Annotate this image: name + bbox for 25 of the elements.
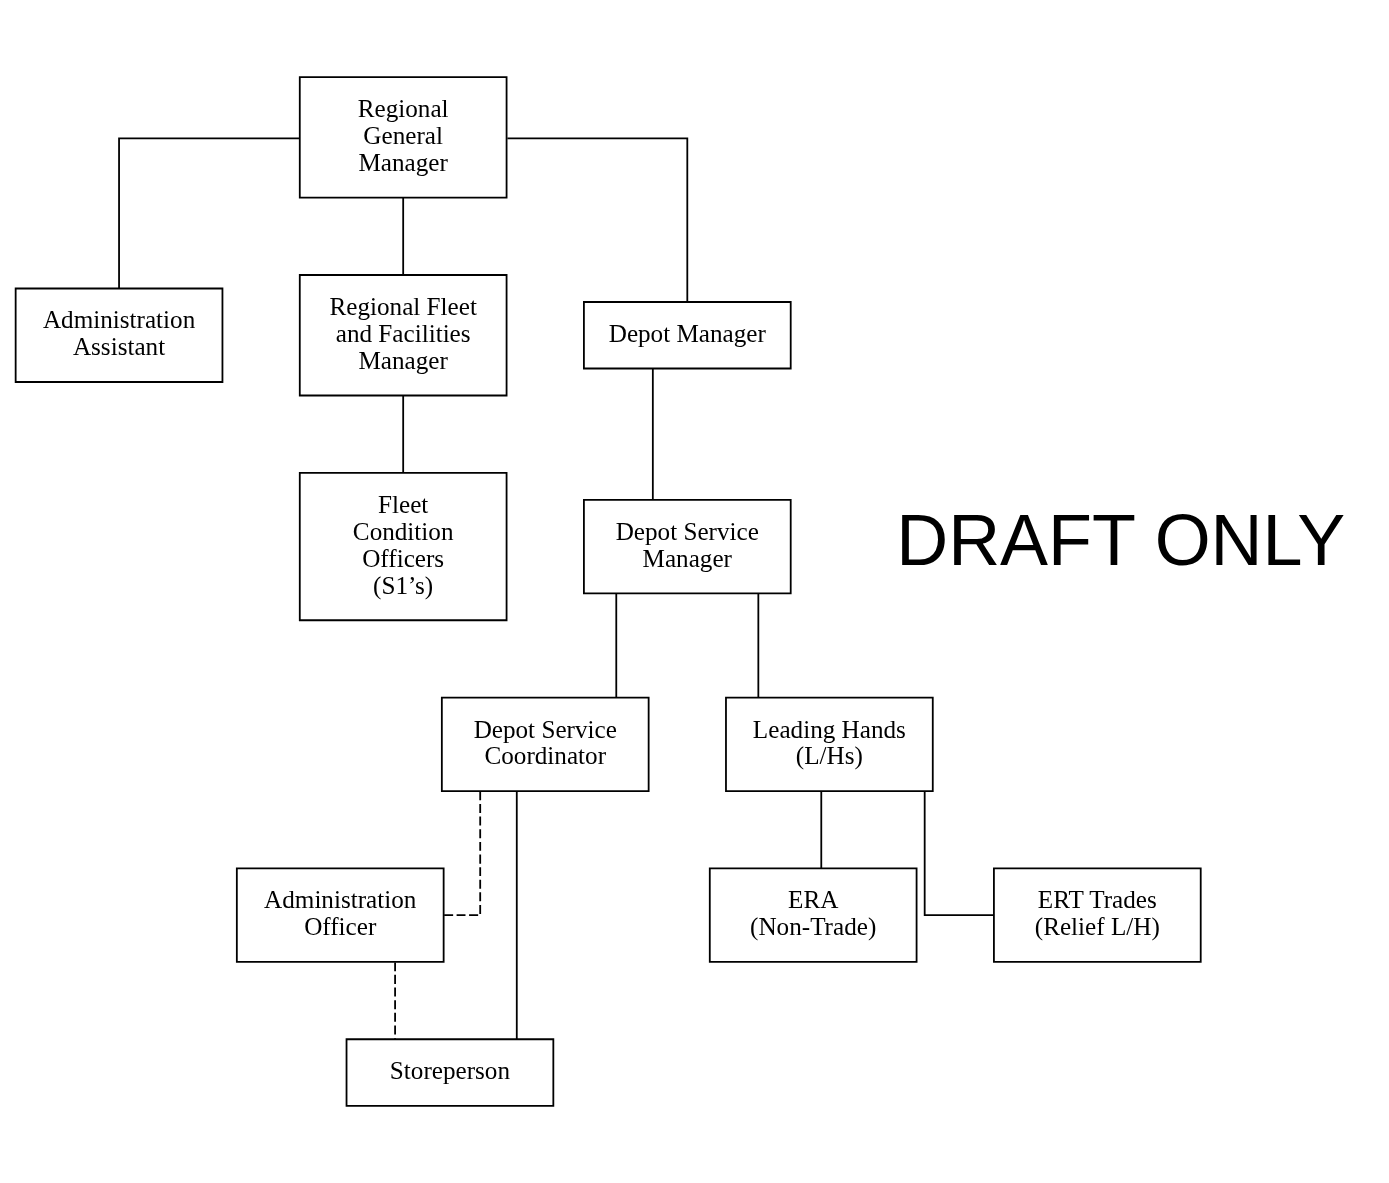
connector — [394, 961, 396, 1040]
connector — [923, 790, 995, 917]
node-box: Regional Fleet and Facilities Manager — [298, 274, 508, 397]
node-box: Storeperson — [345, 1038, 555, 1107]
node-box: Leading Hands (L/Hs) — [725, 696, 934, 792]
connector — [615, 592, 618, 699]
node-box: Depot Service Manager — [583, 498, 792, 595]
node-box: Depot Manager — [583, 301, 792, 370]
label: DRAFT ONLY — [896, 499, 1346, 580]
connector — [515, 790, 518, 1040]
connector — [443, 790, 482, 917]
node-box: Regional General Manager — [298, 76, 508, 199]
node-box: Administration Officer — [235, 867, 445, 963]
connector — [651, 367, 654, 500]
connector — [820, 790, 823, 870]
node-box: ERA (Non-Trade) — [708, 867, 918, 963]
node-box: Fleet Condition Officers (S1’s) — [298, 471, 508, 622]
node-box: Depot Service Coordinator — [440, 696, 650, 792]
node-box: Administration Assistant — [14, 287, 224, 383]
connector — [506, 137, 689, 303]
connector — [118, 137, 300, 289]
connector — [402, 196, 405, 276]
node-box: ERT Trades (Relief L/H) — [993, 867, 1202, 963]
connector — [402, 394, 405, 474]
connector — [757, 592, 760, 699]
